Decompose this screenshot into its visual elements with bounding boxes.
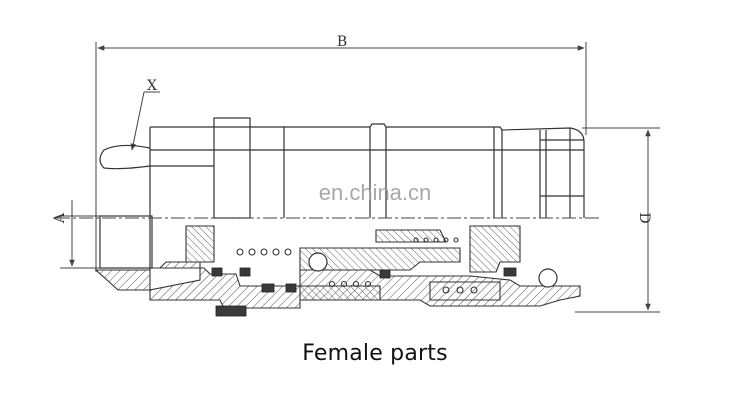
dimension-d	[575, 127, 660, 313]
dimension-b-label: B	[337, 34, 347, 50]
lock-balls	[308, 252, 558, 288]
section-view	[94, 225, 581, 309]
detail-x-leader	[130, 91, 160, 151]
dimension-b	[95, 42, 587, 272]
dimension-a	[60, 200, 100, 269]
watermark-text: en.china.cn	[319, 180, 432, 205]
detail-x-label: X	[147, 78, 157, 94]
dimension-d-label: D	[636, 212, 652, 223]
seal-rings	[211, 267, 517, 317]
diagram-caption: Female parts	[302, 341, 448, 366]
spring-coils	[236, 237, 478, 294]
